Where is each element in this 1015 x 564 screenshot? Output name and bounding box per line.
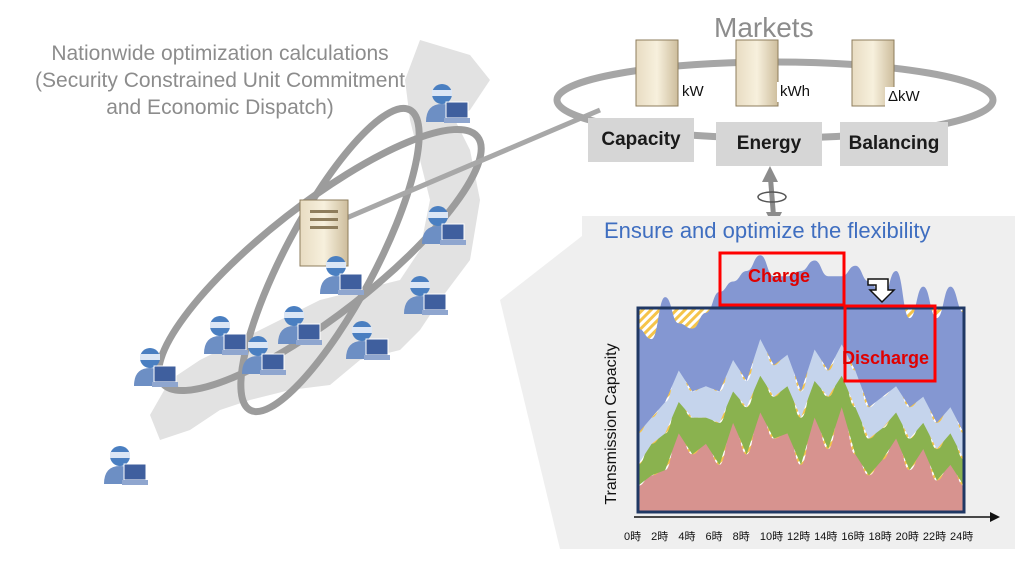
link-line [329,107,601,228]
market-energy: Energy [716,122,822,166]
diagram-canvas [103,39,1015,549]
x-tick-label: 16時 [841,531,865,543]
x-tick-label: 4時 [678,531,696,543]
market-server-icons [635,39,895,107]
shift-arrow-icon [867,278,896,304]
x-tick-label: 6時 [705,531,723,543]
unit-dkw: ΔkW [885,87,923,107]
x-tick-label: 12時 [787,531,811,543]
central-server-icon [299,199,349,267]
left-title-line2: (Security Constrained Unit Commitment [35,69,405,92]
x-tick-label: 14時 [814,531,838,543]
charge-box [718,251,846,307]
callout-shape [500,236,582,549]
left-title-line3: and Economic Dispatch) [106,96,334,119]
area-series-lightblue [638,339,964,465]
unit-kwh: kWh [777,82,813,102]
x-tick-label: 18時 [868,531,892,543]
region-ellipse-2 [237,104,423,416]
market-capacity: Capacity [588,118,694,162]
discharge-label: Discharge [842,348,930,368]
y-axis-label: Transmission Capacity [603,343,620,505]
area-series-base [638,407,964,512]
left-title-line1: Nationwide optimization calculations [51,42,389,65]
x-tick-label: 24時 [950,531,974,543]
area-series-green [638,375,964,486]
x-tick-label: 8時 [732,531,750,543]
x-tick-label: 2時 [651,531,669,543]
charge-label: Charge [748,266,811,286]
left-title: Nationwide optimization calculations (Se… [10,40,430,121]
x-tick-label: 20時 [895,531,919,543]
capacity-frame [636,306,966,514]
x-tick-label: 10時 [759,531,784,543]
x-tick-label: 22時 [922,531,947,543]
japan-map [150,40,490,440]
flexibility-text: Ensure and optimize the flexibility [604,218,931,243]
discharge-box [843,304,937,383]
market-balancing: Balancing [840,122,948,166]
unit-kw: kW [679,82,707,102]
x-tick-label: 0時 [624,531,642,543]
markets-title: Markets [714,12,814,43]
